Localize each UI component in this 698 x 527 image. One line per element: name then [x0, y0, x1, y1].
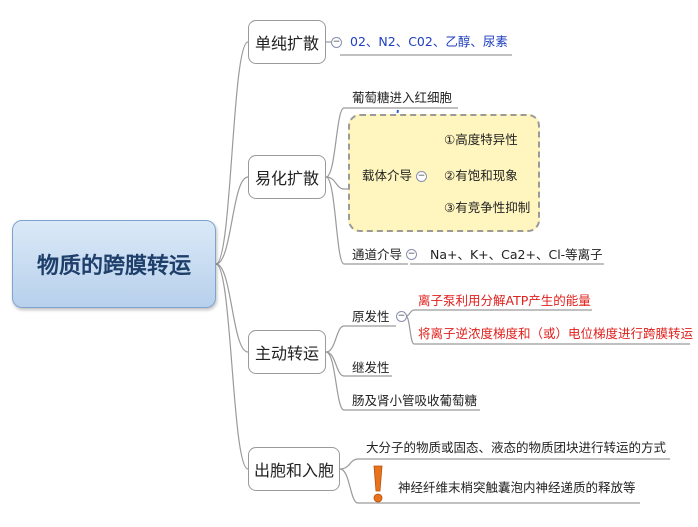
primary-active-topic[interactable]: 原发性 [352, 309, 390, 324]
cytosis-description[interactable]: 大分子的物质或固态、液态的物质团块进行转运的方式 [366, 440, 667, 455]
active-transport-topic[interactable]: 主动转运 [248, 330, 326, 374]
collapse-icon[interactable]: − [396, 311, 407, 322]
collapse-icon[interactable]: − [416, 171, 427, 182]
carrier-boundary [348, 114, 540, 232]
secondary-active-topic[interactable]: 继发性 [352, 360, 390, 375]
primary-active-item[interactable]: 离子泵利用分解ATP产生的能量 [418, 293, 591, 308]
exclamation-icon [373, 465, 383, 503]
carrier-mediated-topic[interactable]: 载体介导 [362, 168, 413, 183]
cytosis-topic[interactable]: 出胞和入胞 [248, 447, 340, 491]
carrier-item[interactable]: ②有饱和现象 [444, 168, 518, 183]
cytosis-example[interactable]: 神经纤维末梢突触囊泡内神经递质的释放等 [398, 480, 636, 495]
glucose-absorption-leaf[interactable]: 肠及肾小管吸收葡萄糖 [352, 393, 478, 408]
collapse-icon[interactable]: − [331, 37, 342, 48]
root-topic[interactable]: 物质的跨膜转运 [12, 220, 216, 308]
glucose-note[interactable]: 葡萄糖进入红细胞 [352, 90, 453, 105]
carrier-item[interactable]: ①高度特异性 [444, 132, 518, 147]
primary-active-item[interactable]: 将离子逆浓度梯度和（或）电位梯度进行跨膜转运 [418, 326, 694, 341]
channel-leaf[interactable]: Na+、K+、Ca2+、Cl-等离子 [430, 247, 603, 262]
collapse-icon[interactable]: − [406, 249, 417, 260]
facilitated-diffusion-topic[interactable]: 易化扩散 [248, 155, 326, 199]
carrier-item[interactable]: ③有竞争性抑制 [444, 200, 531, 215]
simple-diffusion-leaf[interactable]: 02、N2、C02、乙醇、尿素 [350, 34, 508, 49]
channel-mediated-topic[interactable]: 通道介导 [352, 247, 403, 262]
simple-diffusion-topic[interactable]: 单纯扩散 [248, 20, 326, 64]
